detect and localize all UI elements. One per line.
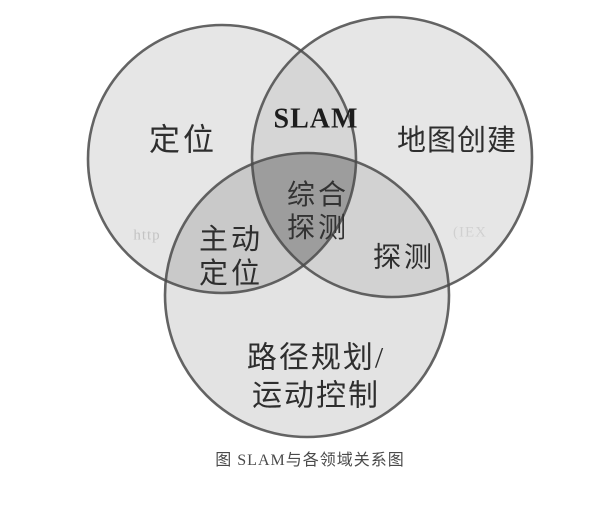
label-path-planning-line1: 路径规划/ (246, 341, 386, 375)
label-localization: 定位 (149, 122, 217, 158)
label-integrated-exploration-line2: 探测 (286, 213, 350, 244)
label-active-localization-line2: 定位 (198, 258, 264, 290)
watermark-fragment-right: (IEX (453, 224, 487, 241)
label-integrated-exploration: 综合 探测 (287, 179, 349, 245)
label-active-localization-line1: 主动 (198, 223, 264, 256)
label-mapping: 地图创建 (396, 124, 518, 157)
circle-localization-outline (86, 23, 358, 295)
label-slam: SLAM (273, 103, 359, 135)
label-path-planning-line2: 运动控制 (252, 379, 380, 412)
circle-path-planning-outline (163, 151, 451, 439)
figure-caption: 图 SLAM与各领域关系图 (215, 452, 405, 469)
label-path-planning: 路径规划/ 运动控制 (247, 340, 385, 415)
watermark-fragment-left: http (133, 227, 161, 244)
overlap-active-localization-region (165, 153, 356, 293)
label-integrated-exploration-line1: 综合 (286, 179, 350, 211)
label-active-localization: 主动 定位 (199, 223, 263, 291)
circle-mapping-outline (250, 15, 534, 299)
label-exploration: 探测 (372, 242, 436, 274)
